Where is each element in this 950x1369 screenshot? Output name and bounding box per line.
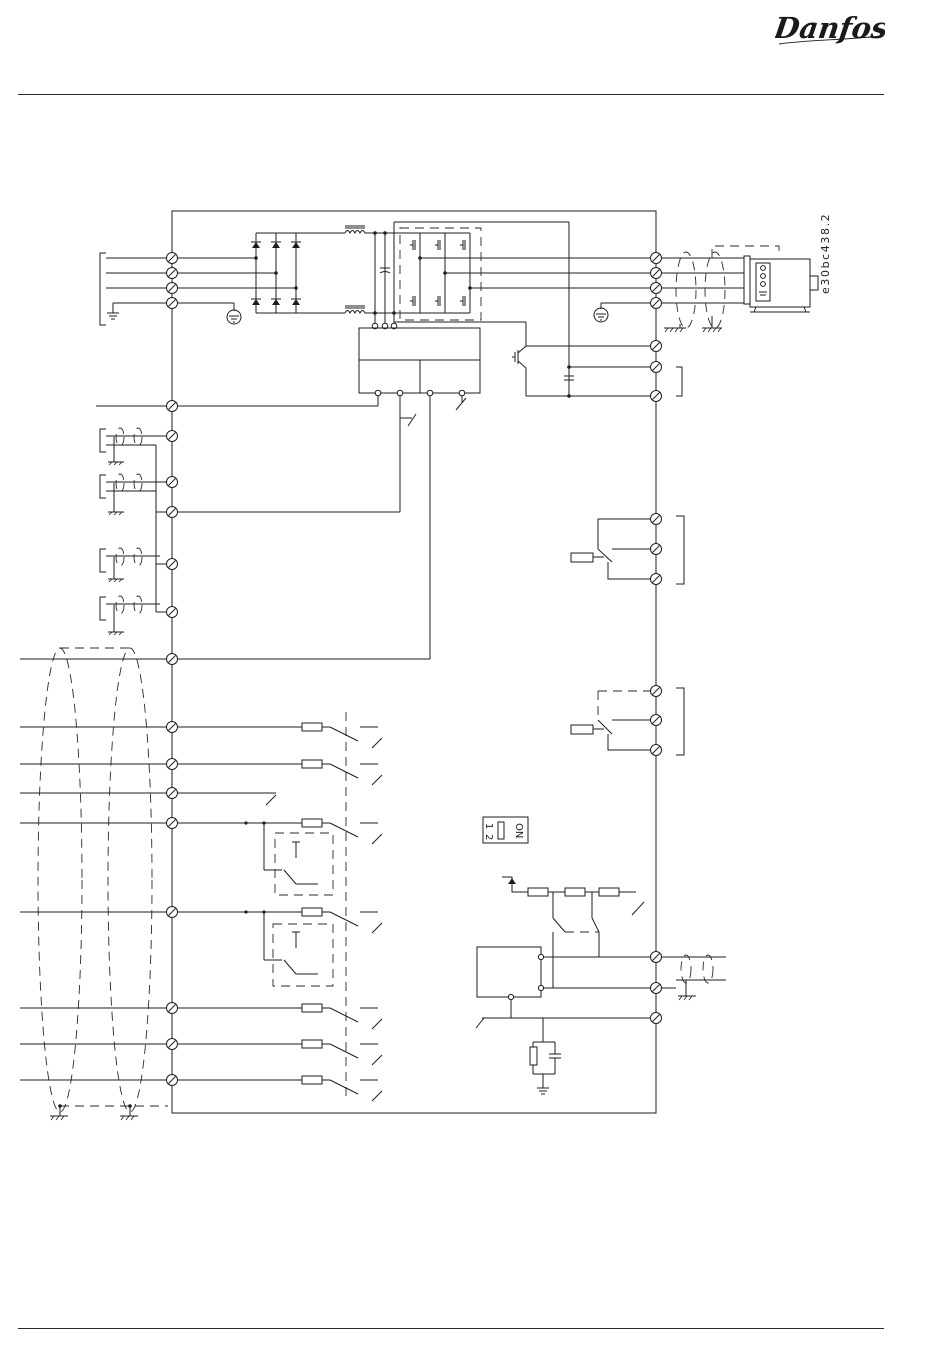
relay-1: [571, 516, 684, 584]
control-board: [178, 328, 480, 659]
rs485-section: [476, 877, 726, 1094]
bus-termination-switch: 1 2 ON: [483, 817, 528, 843]
relay-2: [571, 688, 684, 755]
digital-inputs: [178, 712, 382, 1101]
switch-label-on: ON: [513, 823, 524, 838]
motor-output: [662, 246, 818, 332]
analog-io-left: [96, 406, 166, 635]
dc-chokes: [345, 226, 375, 313]
switch-label-1: 1: [483, 823, 494, 829]
switch-label-2: 2: [483, 834, 494, 840]
inverter-bridge: [400, 228, 650, 320]
digital-input-cable: [20, 648, 168, 1120]
mains-input: [100, 253, 296, 325]
footer-rule: [18, 1328, 884, 1329]
chassis-ground-right: [594, 303, 650, 322]
dc-link: [372, 222, 569, 396]
